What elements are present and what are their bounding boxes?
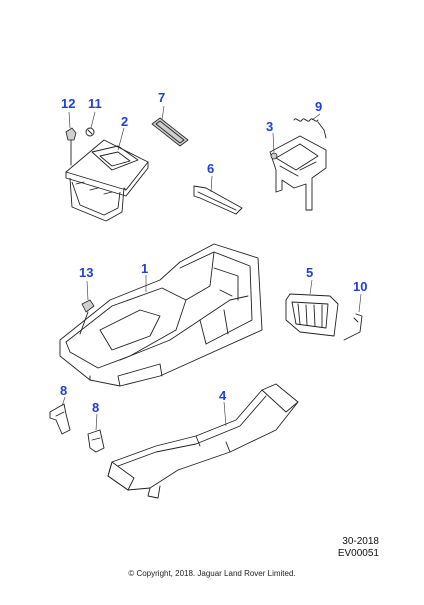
callout-1: 1 [141, 261, 149, 276]
callout-11: 11 [88, 96, 102, 111]
part-3-bracket [269, 132, 327, 211]
callout-12: 12 [61, 96, 76, 111]
part-2-storage-bin [65, 127, 149, 222]
part-6-support [193, 175, 243, 215]
part-7-pad [151, 105, 189, 147]
part-8-clip-lower [87, 413, 105, 453]
callout-5: 5 [306, 265, 314, 280]
callout-13: 13 [79, 265, 94, 280]
callout-4: 4 [219, 388, 227, 403]
part-13-screw [79, 280, 95, 335]
callout-9: 9 [315, 99, 323, 114]
callout-2: 2 [121, 114, 129, 129]
reference-illustration-code: EV00051 [337, 548, 379, 559]
callout-3: 3 [266, 119, 274, 134]
part-12-fastener [65, 111, 77, 166]
part-4-air-duct [107, 383, 299, 499]
part-1-console-body [59, 243, 263, 387]
copyright-notice: © Copyright, 2018. Jaguar Land Rover Lim… [128, 569, 296, 578]
callout-6: 6 [207, 161, 215, 176]
callout-7: 7 [158, 90, 166, 105]
part-8-clip-upper [49, 396, 71, 435]
part-11-screw [85, 111, 96, 137]
reference-section-code: 30-2018 [342, 536, 379, 547]
part-9-spring [293, 113, 327, 139]
callout-8-upper: 8 [60, 383, 68, 398]
callout-8-lower: 8 [92, 400, 100, 415]
part-5-vent [285, 279, 339, 337]
callout-10: 10 [353, 279, 368, 294]
part-10-rod [343, 293, 363, 341]
